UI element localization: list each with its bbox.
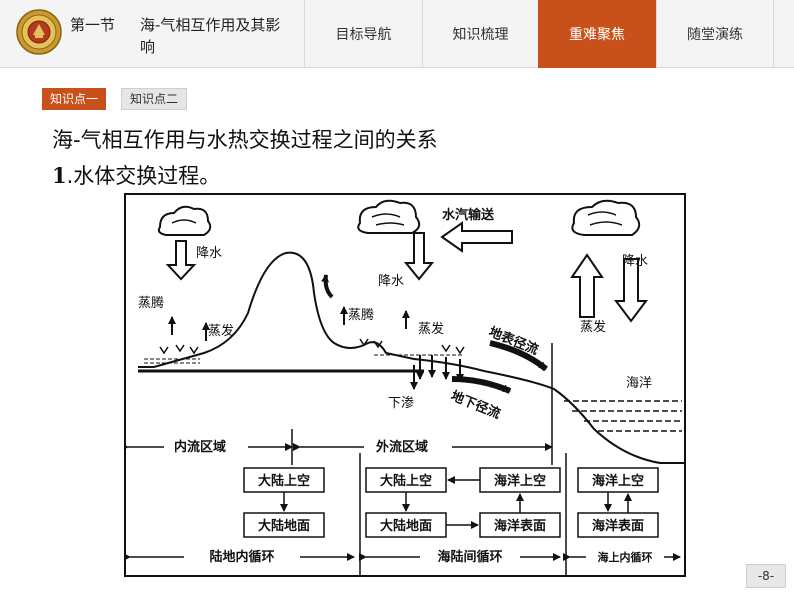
content-heading: 海-气相互作用与水热交换过程之间的关系 — [52, 128, 438, 152]
ocean-waves — [564, 400, 682, 432]
surface-runoff-arrow-icon — [489, 340, 548, 372]
subheading-text: .水体交换过程。 — [66, 164, 221, 188]
label-inland-region: 内流区域 — [174, 439, 226, 455]
school-emblem-icon[interactable] — [16, 9, 62, 55]
mountain-updraft-arrow-icon — [321, 274, 334, 299]
label-cycle-land: 陆地内循环 — [209, 549, 274, 565]
precip-left-arrow-icon — [165, 240, 197, 281]
box-ocean-air-3: 海洋上空 — [592, 473, 644, 489]
tab-objectives[interactable]: 目标导航 — [304, 0, 422, 68]
cloud-right-icon — [571, 199, 641, 236]
section-number: 第一节 — [70, 16, 116, 34]
box-ocean-surface-3: 海洋表面 — [592, 518, 644, 534]
label-transpiration-left: 蒸腾 — [138, 295, 164, 311]
tab-key-points[interactable]: 重难聚焦 — [538, 0, 656, 68]
label-vapor-transport: 水汽输送 — [442, 207, 495, 223]
tab-knowledge-review[interactable]: 知识梳理 — [422, 0, 538, 68]
underground-runoff-arrow-icon — [451, 376, 512, 394]
label-precip-left: 降水 — [196, 246, 222, 261]
top-navigation-bar: 第一节 海-气相互作用及其影响 目标导航 知识梳理 重难聚焦 随堂演练 — [0, 0, 794, 68]
section-title: 海-气相互作用及其影响 — [140, 16, 281, 56]
cloud-middle-icon — [357, 199, 421, 234]
vapor-transport-arrow-icon — [440, 221, 513, 253]
region-brackets — [124, 343, 553, 465]
label-precip-mid: 降水 — [378, 274, 404, 289]
box-land-surface-1: 大陆地面 — [258, 518, 310, 534]
label-ocean: 海洋 — [626, 376, 652, 391]
label-evaporation-mid: 蒸发 — [418, 321, 444, 337]
cycle-boxes — [243, 467, 659, 538]
box-ocean-surface-2: 海洋表面 — [494, 518, 546, 534]
plant-icons — [159, 338, 465, 355]
cloud-left-icon — [157, 205, 212, 236]
box-ocean-air-2: 海洋上空 — [494, 473, 546, 489]
precip-mid-arrow-icon — [403, 232, 435, 281]
cycle-arrows — [280, 476, 632, 529]
box-land-air-2: 大陆上空 — [380, 473, 432, 489]
label-cycle-sea: 海上内循环 — [598, 550, 653, 564]
box-land-air-1: 大陆上空 — [258, 473, 310, 489]
small-arrows — [168, 306, 464, 390]
page-number: -8- — [746, 564, 786, 588]
label-outflow-region: 外流区域 — [375, 439, 428, 455]
label-transpiration-mid: 蒸腾 — [348, 307, 374, 323]
evaporation-right-arrow-icon — [570, 253, 604, 318]
subtab-knowledge-point-1[interactable]: 知识点一 — [42, 88, 107, 110]
subheading-number: 1 — [52, 163, 67, 188]
subtab-knowledge-point-2[interactable]: 知识点二 — [121, 88, 188, 110]
tab-practice[interactable]: 随堂演练 — [656, 0, 774, 68]
label-infiltration: 下渗 — [388, 396, 414, 411]
label-cycle-sea-land: 海陆间循环 — [437, 549, 502, 565]
precip-right-arrow-icon — [614, 258, 648, 323]
label-precip-right: 降水 — [622, 254, 648, 269]
water-cycle-diagram: 降水 蒸腾 蒸发 水汽输送 降水 蒸腾 蒸发 地表径流 降水 蒸发 海洋 下渗 … — [124, 193, 686, 577]
label-underground-runoff: 地下径流 — [449, 388, 503, 422]
label-evaporation-left: 蒸发 — [208, 323, 234, 339]
label-evaporation-right: 蒸发 — [580, 319, 606, 335]
diagram-frame — [124, 193, 686, 577]
content-subheading: 1.水体交换过程。 — [52, 160, 220, 190]
box-land-surface-2: 大陆地面 — [380, 518, 432, 534]
